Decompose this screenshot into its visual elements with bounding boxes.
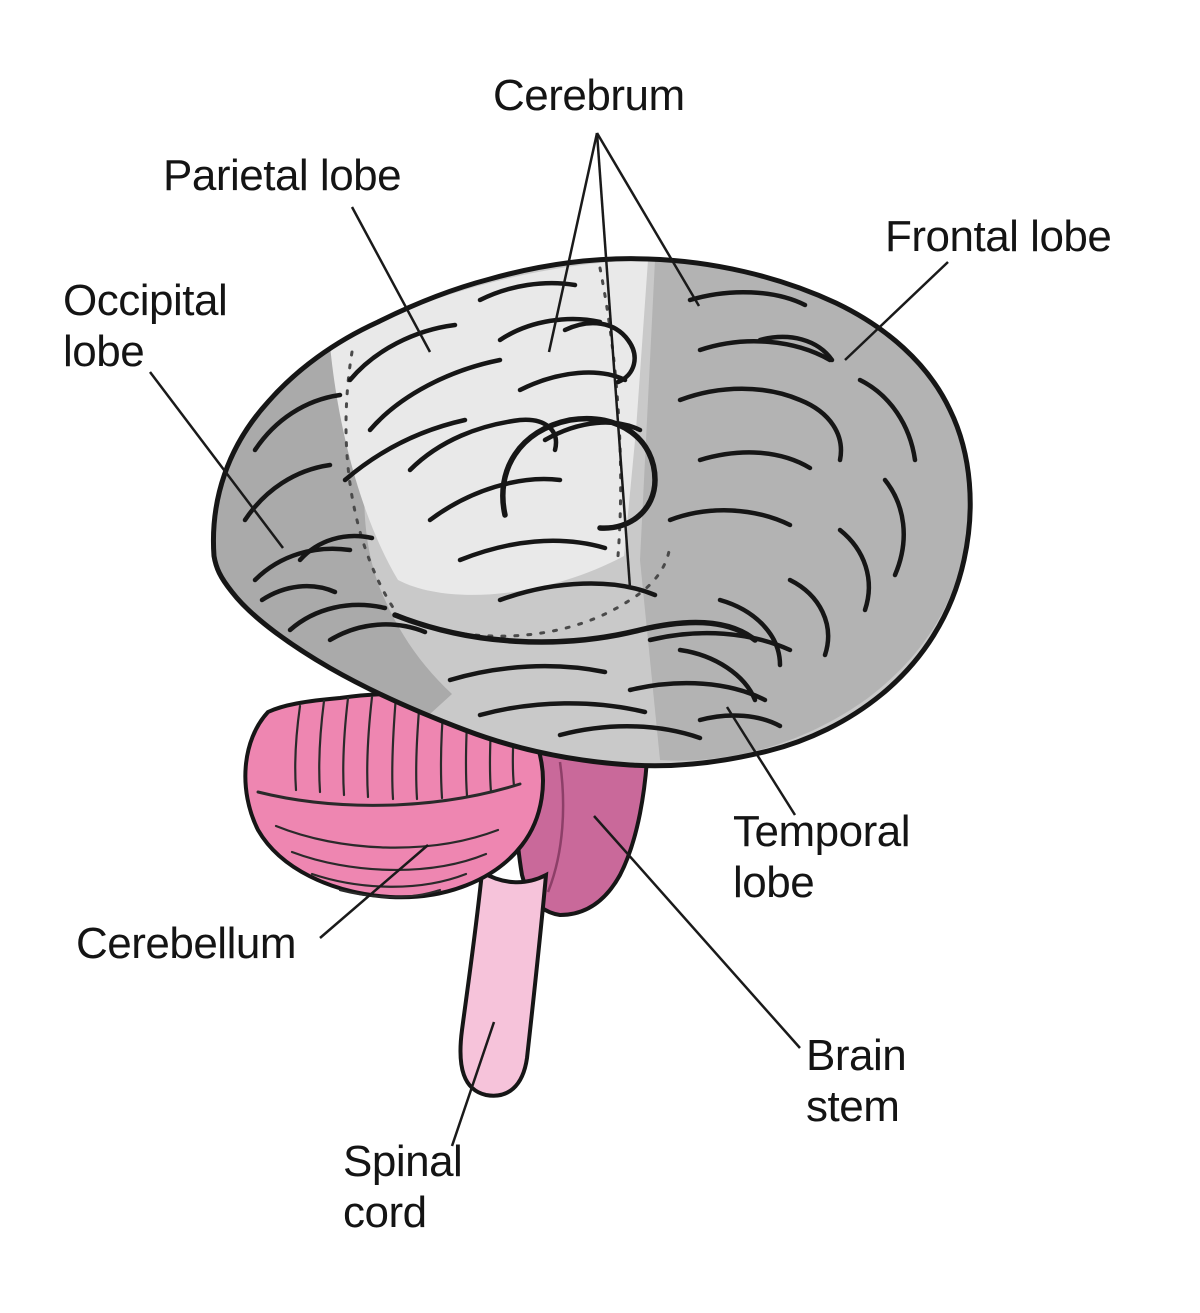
label-occipital-line1: Occipital <box>63 276 228 325</box>
label-spinal-cord: Spinal cord <box>343 1136 463 1238</box>
label-temporal-line2: lobe <box>733 858 815 908</box>
label-occipital-lobe: Occipital lobe <box>63 275 228 377</box>
occipital-lobe-region <box>213 322 452 714</box>
label-parietal-lobe: Parietal lobe <box>163 150 402 201</box>
cerebellum-shape <box>243 691 545 900</box>
label-brainstem-line2: stem <box>806 1082 900 1132</box>
label-brain-stem: Brain stem <box>806 1030 907 1132</box>
leader-brainstem <box>593 815 801 1049</box>
leader-cerebrum-1 <box>547 132 599 353</box>
label-brainstem-line1: Brain <box>806 1031 907 1080</box>
label-cerebellum-text: Cerebellum <box>76 919 296 968</box>
gyri-folds <box>242 280 918 741</box>
leader-spinal <box>450 1021 496 1147</box>
label-occipital-line2: lobe <box>63 327 145 377</box>
leader-occipital <box>149 371 284 549</box>
label-spinal-line2: cord <box>343 1188 427 1238</box>
frontal-lobe-region <box>640 260 969 761</box>
label-frontal-lobe: Frontal lobe <box>885 211 1112 262</box>
label-spinal-line1: Spinal <box>343 1137 463 1186</box>
leader-frontal <box>844 261 949 361</box>
leader-temporal <box>725 706 797 816</box>
label-parietal-text: Parietal lobe <box>163 151 402 200</box>
label-cerebellum: Cerebellum <box>76 918 296 969</box>
leader-cerebrum-2 <box>595 132 632 589</box>
label-temporal-lobe: Temporal lobe <box>733 806 910 908</box>
leader-parietal <box>350 206 432 353</box>
leader-cerebellum <box>319 844 429 939</box>
label-cerebrum: Cerebrum <box>493 70 685 121</box>
label-temporal-line1: Temporal <box>733 807 910 856</box>
label-cerebrum-text: Cerebrum <box>493 71 685 120</box>
spinal-cord-shape <box>458 868 549 1098</box>
leader-cerebrum-3 <box>595 132 701 307</box>
label-frontal-text: Frontal lobe <box>885 212 1112 261</box>
leader-lines <box>149 132 949 1147</box>
